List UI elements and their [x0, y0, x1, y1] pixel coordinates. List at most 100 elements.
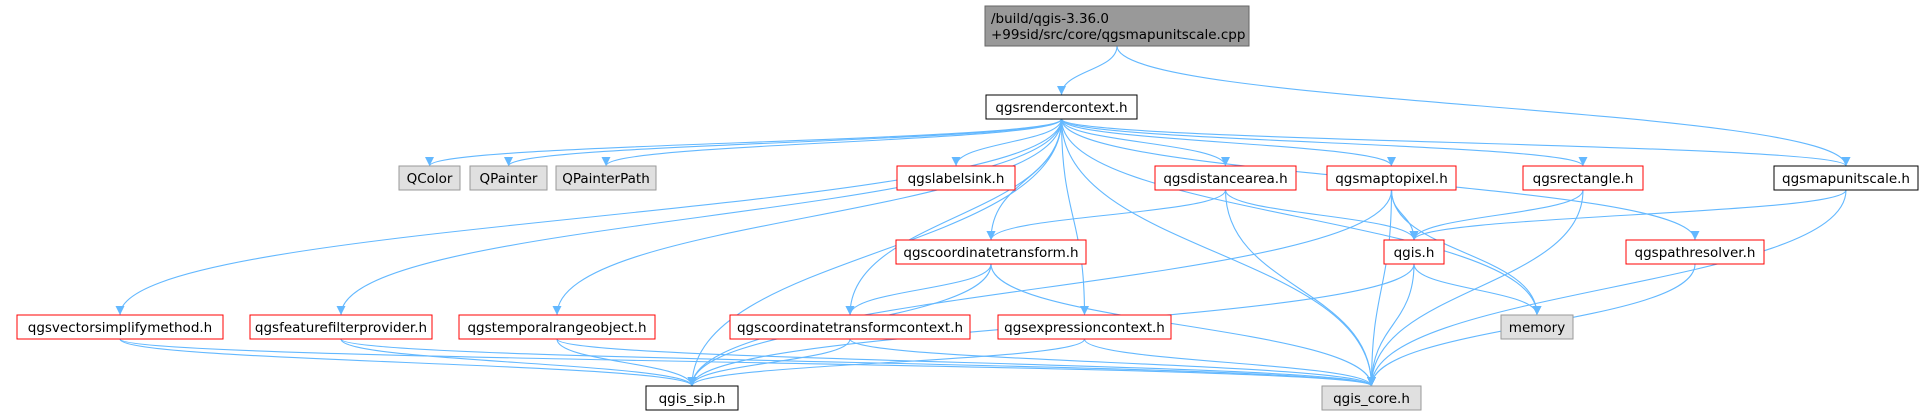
node-qgsrectangle[interactable]: qgsrectangle.h [1522, 165, 1644, 191]
node-box-qgscoordinatetransformcontext [729, 314, 971, 340]
node-qgsmaptopixel[interactable]: qgsmaptopixel.h [1326, 165, 1457, 191]
edge-qgsvectorsimplifymethod-to-qgis_core [119, 338, 1376, 387]
edge-qgsrendercontext-to-qpainterpath [601, 118, 1063, 167]
edge-qgsrendercontext-to-qgsvectorsimplifymethod [115, 118, 1063, 316]
node-label-qgslabelsink: qgslabelsink.h [908, 171, 1005, 187]
nodes-layer: /build/qgis-3.36.0+99sid/src/core/qgsmap… [16, 5, 1919, 411]
edge-qgsvectorsimplifymethod-to-qgis_sip [119, 338, 697, 387]
node-box-memory [1500, 314, 1574, 340]
edge-root-to-qgsmapunitscale [1116, 45, 1851, 167]
node-box-qgstemporalrangeobject [458, 314, 656, 340]
edge-qgsmaptopixel-to-qgis_sip [687, 189, 1393, 387]
edge-qgsrectangle-to-qgis [1409, 189, 1584, 241]
node-label-qgis_sip: qgis_sip.h [659, 391, 726, 407]
edge-qgsrendercontext-to-qgis_sip [687, 118, 1063, 387]
edge-qgscoordinatetransform-to-qgscoordinatetransformcontext [845, 263, 992, 316]
node-qgis[interactable]: qgis.h [1383, 239, 1445, 265]
node-box-root [984, 5, 1250, 47]
node-label-qgsrendercontext: qgsrendercontext.h [995, 100, 1127, 116]
node-label-qgscoordinatetransform: qgscoordinatetransform.h [903, 245, 1078, 261]
node-box-qpainterpath [555, 165, 657, 191]
edge-qgsrendercontext-to-qgslabelsink [951, 118, 1063, 167]
node-qgscoordinatetransform[interactable]: qgscoordinatetransform.h [895, 239, 1087, 265]
node-label-qgsrectangle: qgsrectangle.h [1533, 171, 1634, 187]
node-qgsvectorsimplifymethod[interactable]: qgsvectorsimplifymethod.h [16, 314, 224, 340]
node-qgsexpressioncontext[interactable]: qgsexpressioncontext.h [997, 314, 1172, 340]
node-label-qgspathresolver: qgspathresolver.h [1635, 245, 1756, 261]
edge-qgsrendercontext-to-qgsexpressioncontext [1060, 118, 1089, 316]
node-box-qgsrendercontext [985, 94, 1138, 120]
node-label-qcolor: QColor [407, 171, 453, 187]
edge-qgsexpressioncontext-to-qgis_core [1083, 338, 1376, 387]
node-label-qgscoordinatetransformcontext: qgscoordinatetransformcontext.h [737, 320, 963, 336]
node-qgspathresolver[interactable]: qgspathresolver.h [1625, 239, 1765, 265]
node-qgsfeaturefilterprovider[interactable]: qgsfeaturefilterprovider.h [249, 314, 433, 340]
node-box-qgsexpressioncontext [997, 314, 1172, 340]
node-qcolor: QColor [398, 165, 461, 191]
node-root[interactable]: /build/qgis-3.36.0+99sid/src/core/qgsmap… [984, 5, 1250, 47]
edge-root-to-qgsrendercontext [1057, 45, 1118, 96]
node-label-qgstemporalrangeobject: qgstemporalrangeobject.h [467, 320, 646, 336]
edge-qgsdistancearea-to-qgis_core [1224, 189, 1376, 387]
edge-qgsmapunitscale-to-qgis_core [1367, 189, 1847, 387]
edge-qgsrendercontext-to-qgsrectangle [1060, 118, 1588, 167]
node-qgis_core: qgis_core.h [1321, 385, 1422, 411]
node-qgsdistancearea[interactable]: qgsdistancearea.h [1154, 165, 1297, 191]
node-box-qgsmaptopixel [1326, 165, 1457, 191]
node-box-qgsdistancearea [1154, 165, 1297, 191]
edge-qgis-to-qgis_core [1367, 263, 1415, 387]
node-qgsmapunitscale[interactable]: qgsmapunitscale.h [1773, 165, 1919, 191]
node-box-qpainter [469, 165, 548, 191]
edge-qgis-to-memory [1413, 263, 1542, 316]
node-qpainter: QPainter [469, 165, 548, 191]
node-label-root: /build/qgis-3.36.0 [991, 11, 1109, 27]
edge-qgsfeaturefilterprovider-to-qgis_sip [340, 338, 697, 387]
node-label-qpainterpath: QPainterPath [562, 171, 650, 187]
node-box-qgscoordinatetransform [895, 239, 1087, 265]
node-qgsrendercontext[interactable]: qgsrendercontext.h [985, 94, 1138, 120]
node-label-root: +99sid/src/core/qgsmapunitscale.cpp [991, 27, 1245, 43]
edge-qgsrendercontext-to-qpainter [504, 118, 1063, 167]
edge-qgsrendercontext-to-qgscoordinatetransformcontext [845, 118, 1063, 316]
node-box-qgis_core [1321, 385, 1422, 411]
node-qgis_sip[interactable]: qgis_sip.h [645, 385, 739, 411]
node-box-qgsrectangle [1522, 165, 1644, 191]
node-box-qgslabelsink [896, 165, 1016, 191]
node-label-qgis_core: qgis_core.h [1333, 391, 1410, 407]
edge-qgsexpressioncontext-to-qgis_sip [687, 338, 1086, 387]
node-qgstemporalrangeobject[interactable]: qgstemporalrangeobject.h [458, 314, 656, 340]
edges-layer [115, 45, 1851, 387]
node-qpainterpath: QPainterPath [555, 165, 657, 191]
edge-qgsfeaturefilterprovider-to-qgis_core [340, 338, 1376, 387]
edge-qgsrendercontext-to-qgsmapunitscale [1060, 118, 1851, 167]
node-label-qgsvectorsimplifymethod: qgsvectorsimplifymethod.h [28, 320, 213, 336]
edge-qgsrendercontext-to-memory [1060, 118, 1542, 316]
edge-qgsmapunitscale-to-qgis [1409, 189, 1847, 241]
node-label-qgis: qgis.h [1394, 245, 1435, 261]
node-box-qcolor [398, 165, 461, 191]
edge-qgsrendercontext-to-qcolor [425, 118, 1063, 167]
edge-qgsrendercontext-to-qgsmaptopixel [1060, 118, 1396, 167]
node-label-qgsmapunitscale: qgsmapunitscale.h [1782, 171, 1910, 187]
edge-qgscoordinatetransform-to-qgis_core [990, 263, 1376, 387]
node-label-qgsfeaturefilterprovider: qgsfeaturefilterprovider.h [255, 320, 427, 336]
edge-qgsrendercontext-to-qgsfeaturefilterprovider [336, 118, 1063, 316]
edge-qgsmaptopixel-to-qgis [1390, 189, 1419, 241]
node-box-qgsmapunitscale [1773, 165, 1919, 191]
edge-qgsmaptopixel-to-qgis_core [1367, 189, 1393, 387]
node-box-qgsfeaturefilterprovider [249, 314, 433, 340]
node-qgslabelsink[interactable]: qgslabelsink.h [896, 165, 1016, 191]
edge-qgstemporalrangeobject-to-qgis_core [556, 338, 1376, 387]
node-label-qgsmaptopixel: qgsmaptopixel.h [1335, 171, 1448, 187]
node-box-qgis [1383, 239, 1445, 265]
node-label-qgsexpressioncontext: qgsexpressioncontext.h [1004, 320, 1165, 336]
edge-qgsrendercontext-to-qgsdistancearea [1060, 118, 1230, 167]
edge-qgsdistancearea-to-qgscoordinatetransform [986, 189, 1227, 241]
node-label-qpainter: QPainter [480, 171, 538, 187]
node-qgscoordinatetransformcontext[interactable]: qgscoordinatetransformcontext.h [729, 314, 971, 340]
edge-qgsrectangle-to-qgis_core [1367, 189, 1584, 387]
node-label-memory: memory [1509, 320, 1565, 336]
edge-qgscoordinatetransformcontext-to-qgis_sip [687, 338, 851, 387]
edge-qgsrendercontext-to-qgis_core [1060, 118, 1376, 387]
